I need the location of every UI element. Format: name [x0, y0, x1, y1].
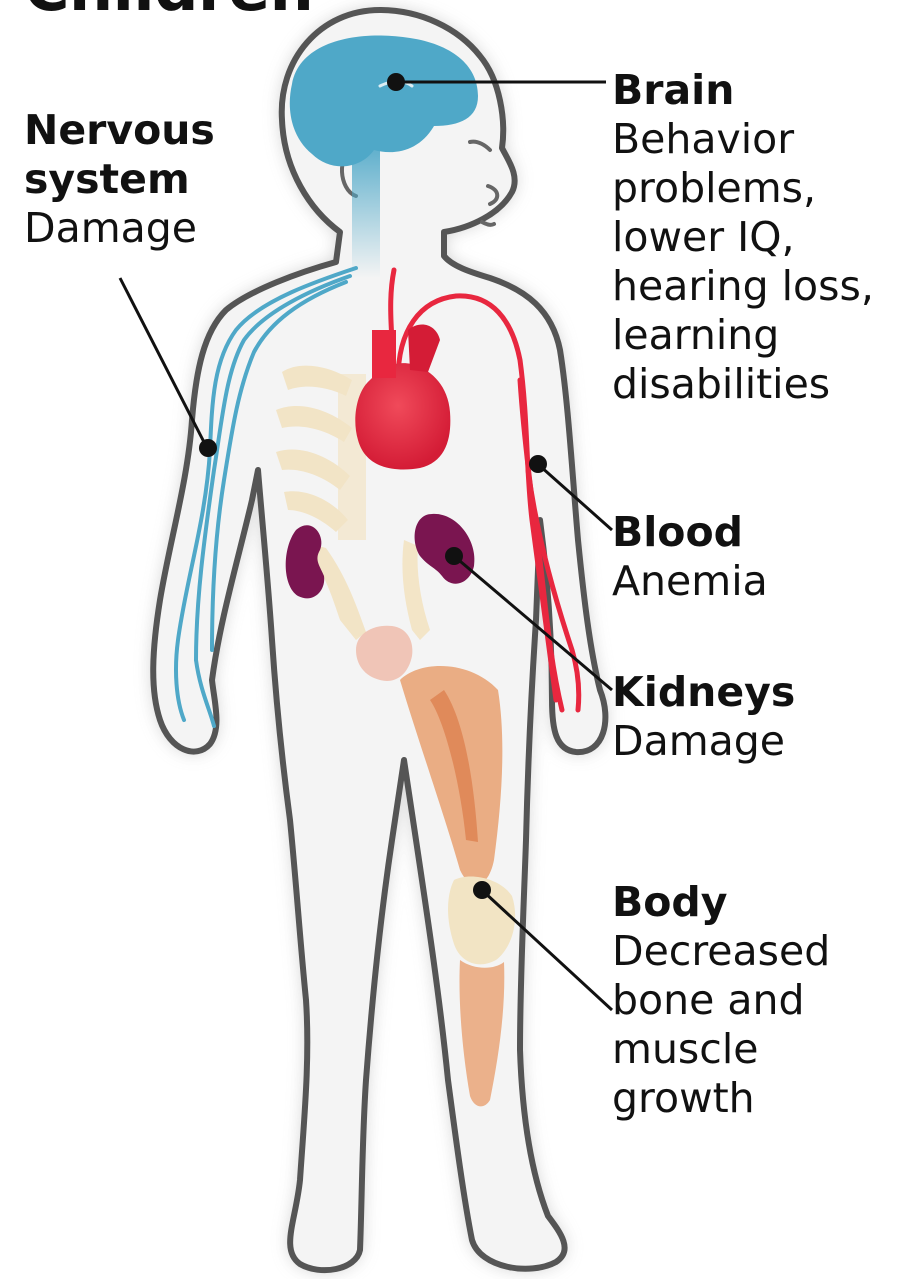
- callout-nervous-heading-2: system: [24, 155, 215, 204]
- callout-body-heading: Body: [612, 878, 830, 927]
- callout-blood-desc: Anemia: [612, 557, 768, 606]
- blood-marker-dot: [529, 455, 547, 473]
- callout-blood-heading: Blood: [612, 508, 768, 557]
- page-title: Children: [24, 0, 313, 20]
- callout-body-desc-1: Decreased: [612, 927, 830, 976]
- callout-brain-desc-6: disabilities: [612, 360, 874, 409]
- brain-marker-dot: [387, 73, 405, 91]
- callout-brain-heading: Brain: [612, 66, 874, 115]
- body-marker-dot: [473, 881, 491, 899]
- callout-brain-desc-1: Behavior: [612, 115, 874, 164]
- callout-brain-desc-4: hearing loss,: [612, 262, 874, 311]
- callout-body-desc-3: muscle: [612, 1025, 830, 1074]
- nervous-marker-dot: [199, 439, 217, 457]
- callout-brain-desc-5: learning: [612, 311, 874, 360]
- callout-brain-desc-3: lower IQ,: [612, 213, 874, 262]
- callout-body-desc-4: growth: [612, 1074, 830, 1123]
- callout-blood: Blood Anemia: [612, 508, 768, 606]
- kidneys-marker-dot: [445, 547, 463, 565]
- callout-body: Body Decreased bone and muscle growth: [612, 878, 830, 1123]
- callout-kidneys: Kidneys Damage: [612, 668, 795, 766]
- callout-nervous-heading-1: Nervous: [24, 106, 215, 155]
- callout-brain: Brain Behavior problems, lower IQ, heari…: [612, 66, 874, 409]
- callout-body-desc-2: bone and: [612, 976, 830, 1025]
- callout-kidneys-desc: Damage: [612, 717, 795, 766]
- callout-kidneys-heading: Kidneys: [612, 668, 795, 717]
- callout-brain-desc-2: problems,: [612, 164, 874, 213]
- callout-nervous-system: Nervous system Damage: [24, 106, 215, 253]
- callout-nervous-desc: Damage: [24, 204, 215, 253]
